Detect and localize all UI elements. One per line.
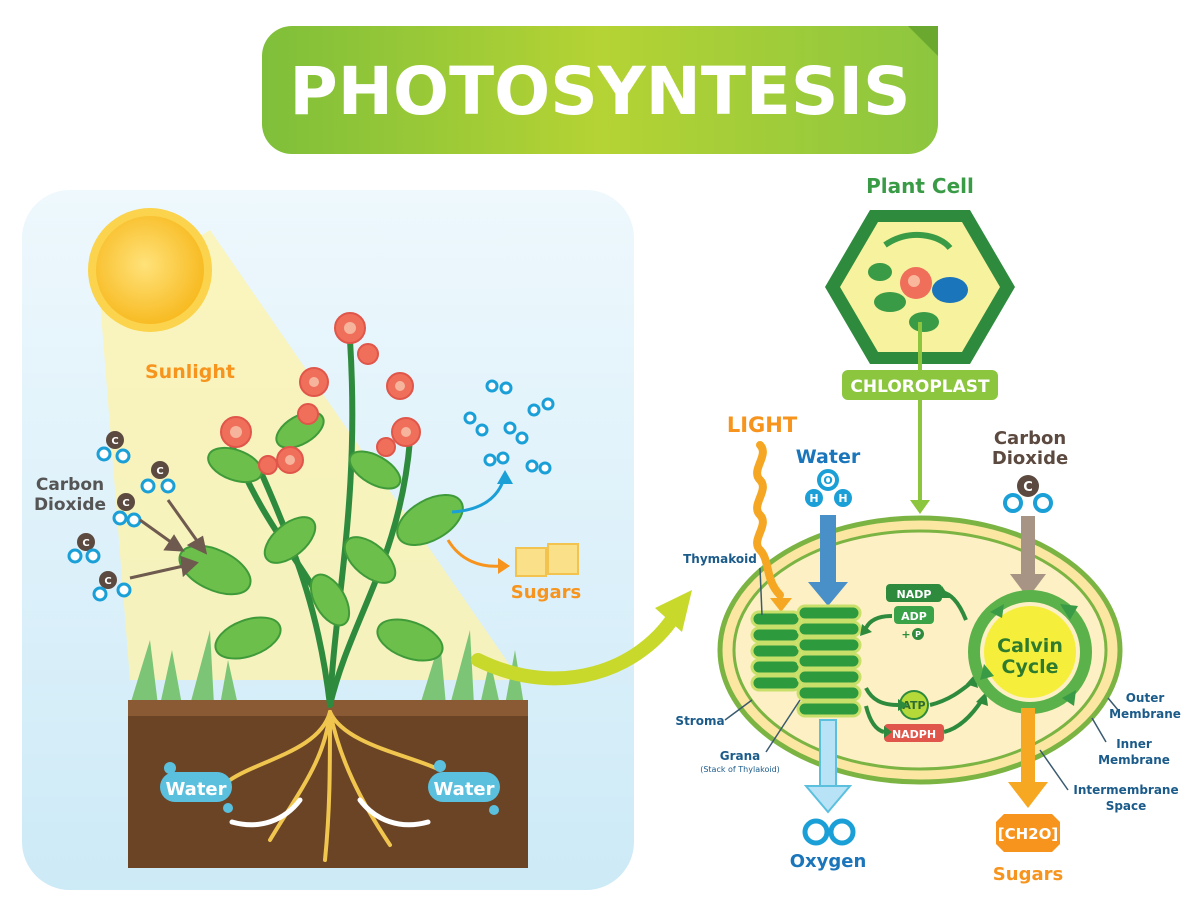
water-arrow [808,515,848,606]
thymakoid-label: Thymakoid [683,552,757,566]
right-panel: Plant Cell CHLOROPLAST LIGHT Water [675,174,1181,885]
co2-c-atom: C [156,466,163,477]
soil-water-left: Water [160,762,233,813]
plant-cell-label: Plant Cell [866,174,974,198]
water-arrow-left [229,797,303,828]
co2-molecule-icon: C [96,431,131,464]
h2o-h-atom-2: H [838,492,847,505]
stroma-label: Stroma [675,714,724,728]
inner-membrane-label-2: Membrane [1098,753,1170,767]
sun-icon [88,208,212,332]
page-title: PHOTOSYNTESIS [289,53,910,130]
grass [130,630,524,705]
right-co2-label-line1: Carbon [994,428,1066,449]
nadph-label: NADPH [892,728,936,741]
grana-sub-label: (Stack of Thylakoid) [700,765,780,774]
adp-badge: ADP [894,606,934,624]
adp-label: ADP [901,610,927,623]
calvin-label-line1: Calvin [997,635,1063,657]
plant-cell-icon [825,210,1015,364]
pointer-lines [724,567,1119,791]
phosphate-icon [912,628,924,640]
plant-leaves [178,411,464,662]
co2-c-atom: C [82,538,89,549]
co2-molecule-icon: C [140,461,176,494]
ch2o-badge: [CH2O] [996,814,1060,852]
water-arrow-right [357,797,431,828]
left-co2-label-line1: Carbon [36,475,104,495]
sunlight-label: Sunlight [145,361,235,383]
water-label: Water [796,446,861,468]
plant-flowers [220,312,421,475]
inner-membrane-label-1: Inner [1116,737,1152,751]
phosphate-label: P [915,630,921,639]
grana-stacks [750,604,862,718]
plus-sign: + [901,628,910,641]
co2-arrows [129,499,208,580]
intermembrane-label-1: Intermembrane [1073,783,1178,797]
co2-down-arrow [1010,516,1046,598]
soil-water-left-label: Water [165,779,226,800]
co2-c-atom: C [122,498,129,509]
right-sugars-label: Sugars [993,864,1063,885]
co2-c-atom: C [111,436,118,447]
co2-molecule-icon: C [67,533,101,564]
title-banner: PHOTOSYNTESIS [262,26,938,154]
left-panel: Sunlight Water [22,190,634,890]
light-label: LIGHT [727,413,798,437]
outer-membrane-label-1: Outer [1126,691,1165,705]
chloroplast-badge [842,370,998,400]
sugar-cubes-icon [515,543,579,577]
nadp-badge: NADP [886,584,942,602]
chloroplast-label: CHLOROPLAST [850,377,990,397]
outer-membrane-label-2: Membrane [1109,707,1181,721]
oxygen-label: Oxygen [790,851,867,872]
co2-molecule-icon: C [112,493,142,528]
calvin-cycle [968,590,1092,714]
left-co2-label-line2: Dioxide [34,495,106,515]
nadp-label: NADP [897,588,932,601]
atp-label: ATP [902,699,925,712]
calvin-label-line2: Cycle [1002,656,1059,678]
sugar-arrow [446,539,503,568]
left-sugars-label: Sugars [511,582,581,603]
co2-molecule-icon: C [92,571,132,602]
right-co2-label-line2: Dioxide [992,448,1068,469]
oxygen-down-arrow [803,719,853,814]
soil-water-right-label: Water [433,779,494,800]
h2o-molecule-icon: O H H [805,469,852,507]
h2o-o-atom: O [823,474,832,487]
intermembrane-label-2: Space [1106,799,1147,813]
oxygen-molecule-icon [802,818,856,846]
sugar-down-arrow [1008,708,1048,808]
transition-arrow [471,590,692,686]
soil-water-right: Water [428,760,500,815]
roots [228,710,442,862]
right-co2-c-atom: C [1023,480,1033,495]
h2o-h-atom-1: H [809,492,818,505]
right-co2-molecule-icon: C [1003,475,1053,513]
nadph-badge: NADPH [884,724,944,742]
ch2o-label: [CH2O] [998,825,1058,843]
light-wave [753,441,784,599]
grana-label: Grana [720,749,761,763]
co2-c-atom: C [104,576,111,587]
oxygen-molecules [463,379,555,475]
